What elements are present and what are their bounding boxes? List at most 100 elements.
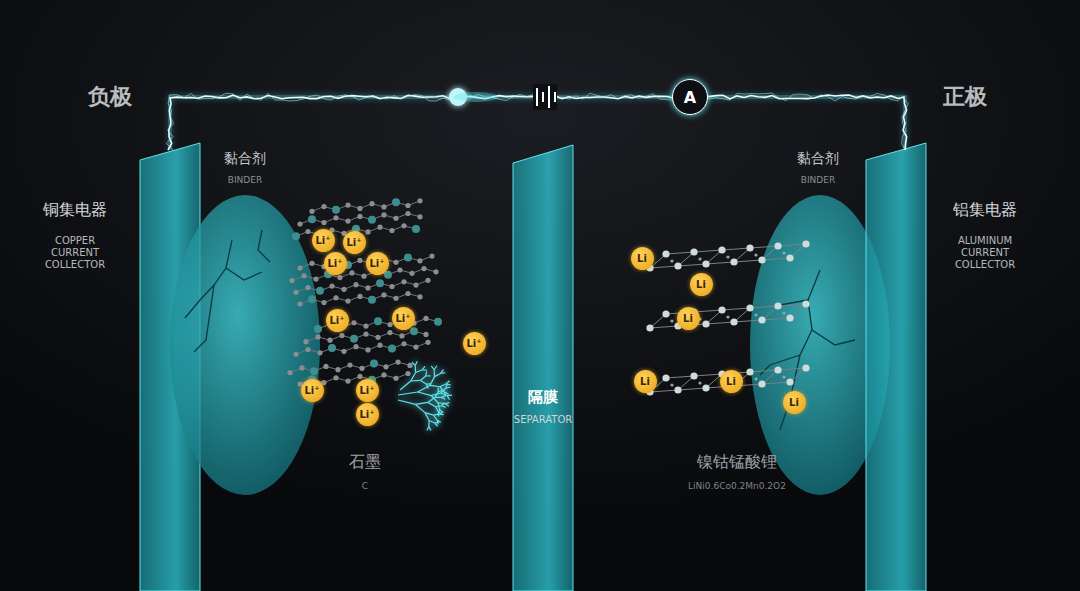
metal-atom <box>746 244 753 251</box>
metal-atom <box>746 368 753 375</box>
carbon-atom <box>347 362 352 367</box>
dendrite-branch <box>440 384 446 387</box>
lithium-ion: Li⁺ <box>392 307 415 330</box>
carbon-atom <box>389 228 394 233</box>
carbon-atom <box>308 215 316 223</box>
carbon-atom <box>357 294 362 299</box>
ion-label: Li⁺ <box>466 338 481 349</box>
carbon-atom <box>405 211 410 216</box>
carbon-atom <box>309 209 314 214</box>
ion-label: Li⁺ <box>359 385 374 396</box>
carbon-atom <box>412 225 420 233</box>
carbon-atom <box>345 379 350 384</box>
lithium-ion: Li⁺ <box>366 252 389 275</box>
lithium-ion: Li <box>720 370 743 393</box>
ion-label: Li <box>696 279 706 290</box>
carbon-atom <box>434 318 442 326</box>
dendrite-branch <box>445 403 450 404</box>
carbon-atom <box>314 325 322 333</box>
dendrite-branch <box>418 392 432 396</box>
dendrite-branch <box>441 370 444 374</box>
graphite-bond <box>290 362 410 372</box>
part-label: ALUMINUM CURRENT COLLECTOR <box>943 235 1027 271</box>
part-label: LiNi0.6Co0.2Mn0.2O2 <box>688 481 786 492</box>
carbon-atom <box>316 287 324 295</box>
dendrite-branch <box>441 396 445 398</box>
ion-label: Li⁺ <box>329 315 344 326</box>
dendrite-branch <box>426 375 431 376</box>
lithium-ion: Li <box>677 307 700 330</box>
metal-atom <box>786 314 793 321</box>
carbon-atom <box>305 285 310 290</box>
carbon-atom <box>370 360 378 368</box>
dendrite-branch <box>412 362 415 366</box>
carbon-atom <box>392 198 400 206</box>
carbon-atom <box>292 232 300 240</box>
graphite-bond <box>300 294 420 304</box>
dendrite-branch <box>415 361 417 365</box>
ammeter-symbol: A <box>672 79 708 115</box>
carbon-atom <box>393 260 398 265</box>
carbon-atom <box>405 371 410 376</box>
part-label: 黏合剂 <box>224 150 266 167</box>
carbon-atom <box>388 344 396 352</box>
carbon-atom <box>297 265 302 270</box>
lithium-ion: Li <box>631 247 654 270</box>
carbon-atom <box>297 221 302 226</box>
dendrite-branch <box>425 371 427 376</box>
metal-atom <box>730 318 737 325</box>
carbon-atom <box>297 301 302 306</box>
metal-atom <box>774 366 781 373</box>
carbon-atom <box>393 376 398 381</box>
dendrite-branch <box>429 420 435 423</box>
metal-atom <box>758 256 765 263</box>
dendrite-branch <box>447 396 449 400</box>
carbon-atom <box>303 339 308 344</box>
ion-label: Li⁺ <box>327 258 342 269</box>
dendrite-branch <box>434 366 437 370</box>
dendrite-branch <box>435 392 438 397</box>
carbon-atom <box>365 229 370 234</box>
carbon-atom <box>321 300 326 305</box>
carbon-atom <box>317 350 322 355</box>
carbon-atom <box>369 201 374 206</box>
binder-ellipse <box>170 195 320 495</box>
dendrite-branch <box>447 394 452 396</box>
carbon-atom <box>321 220 326 225</box>
carbon-atom <box>433 269 438 274</box>
metal-atom <box>702 320 709 327</box>
carbon-atom <box>376 279 384 287</box>
oxygen-atom <box>670 319 673 322</box>
ncm-bond <box>650 258 790 268</box>
oxygen-atom <box>670 259 673 262</box>
ion-label: Li <box>726 376 736 387</box>
carbon-atom <box>401 341 406 346</box>
carbon-atom <box>332 206 340 214</box>
lithium-ion: Li⁺ <box>312 229 335 252</box>
carbon-atom <box>405 203 410 208</box>
separator-plate <box>513 145 573 591</box>
part-label: 黏合剂 <box>797 150 839 167</box>
metal-atom <box>662 250 669 257</box>
ion-label: Li⁺ <box>304 385 319 396</box>
metal-atom <box>758 380 765 387</box>
carbon-atom <box>417 294 422 299</box>
part-label: COPPER CURRENT COLLECTOR <box>33 235 117 271</box>
carbon-atom <box>417 258 422 263</box>
lithium-ion: Li <box>783 391 806 414</box>
carbon-atom <box>308 295 316 303</box>
oxygen-atom <box>698 381 701 384</box>
part-label: 镍钴锰酸锂 <box>697 452 777 471</box>
dendrite-branch <box>425 413 433 415</box>
aluminum-current-collector <box>866 143 926 591</box>
dendrite-branch <box>398 400 415 404</box>
electrode-label: 负极 <box>88 84 132 110</box>
ion-label: Li <box>789 397 799 408</box>
carbon-atom <box>310 367 318 375</box>
dendrite-branch <box>426 384 428 388</box>
dendrite-branch <box>411 380 421 382</box>
part-label: 铝集电器 <box>953 200 1017 219</box>
graphite-bond <box>296 280 428 292</box>
